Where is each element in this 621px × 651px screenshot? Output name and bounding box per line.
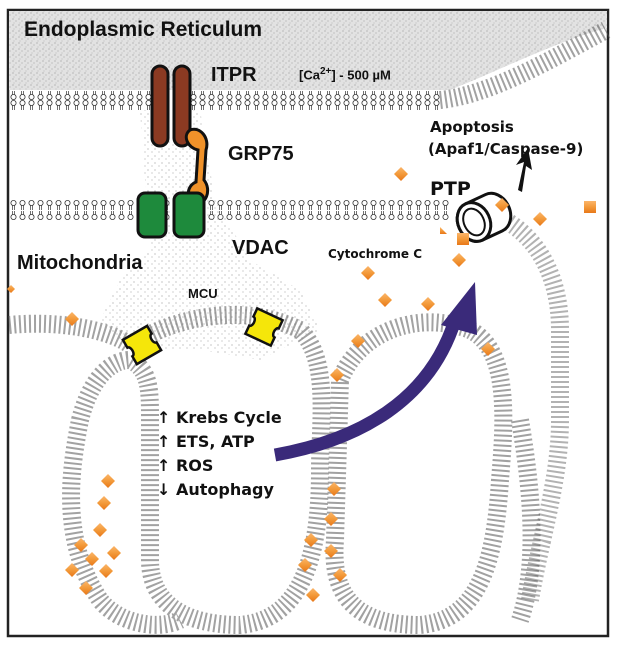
cytochrome-c-diamond — [378, 293, 392, 307]
mcu-channel-right — [243, 306, 285, 348]
cytochrome-c-diamond — [306, 588, 320, 602]
cytochrome-c-diamond — [351, 334, 365, 348]
release-arrow — [273, 318, 462, 462]
cytochrome-c-diamond — [330, 368, 344, 382]
cytochrome-c-diamond — [107, 546, 121, 560]
cytochrome-c-diamond — [327, 482, 341, 496]
cytochrome-c-diamond — [394, 167, 408, 181]
outer-membrane — [9, 200, 449, 220]
effect-text: ROS — [175, 456, 214, 475]
cytochrome-c-diamond — [533, 212, 547, 226]
cytochrome-c-diamond — [93, 523, 107, 537]
apoptosis-label: Apoptosis — [430, 118, 514, 136]
cytochrome-c-diamond — [452, 253, 466, 267]
cristae — [8, 305, 541, 635]
effect-item: ↑ ROS — [157, 454, 282, 478]
cytochrome-c-diamond — [440, 227, 447, 234]
calcium-label: [Ca2+] - 500 µM — [299, 66, 391, 82]
outer-membrane-curve — [500, 212, 569, 602]
cytochrome-c-square — [584, 201, 596, 213]
effect-text: ETS, ATP — [175, 432, 255, 451]
cytochrome-c-diamond — [7, 285, 15, 293]
itpr-subunit-left — [150, 64, 170, 148]
calcium-prefix: [Ca — [299, 67, 320, 83]
arrow-up-icon: ↑ — [157, 456, 171, 475]
cytochrome-c-diamond — [65, 563, 79, 577]
mcu-channel-left — [121, 324, 163, 366]
vdac-label: VDAC — [232, 237, 289, 259]
cytochrome-c-diamond — [495, 198, 509, 212]
er-membrane-curve — [438, 22, 611, 109]
cytochrome-label: Cytochrome C — [328, 247, 423, 261]
er-label: Endoplasmic Reticulum — [24, 18, 263, 41]
arrow-up-icon: ↑ — [157, 408, 171, 427]
cytochrome-c-diamond — [101, 474, 115, 488]
cytochrome-c-diamond — [85, 552, 99, 566]
cytochrome-c-diamond — [99, 564, 113, 578]
cytochrome-c-diamond — [361, 266, 375, 280]
itpr-label: ITPR — [211, 64, 257, 86]
er-membrane — [9, 90, 441, 110]
cytochrome-c-diamond — [481, 342, 495, 356]
cytochrome-c-diamond — [324, 544, 338, 558]
apoptosis-sub-label: (Apaf1/Caspase-9) — [428, 140, 584, 158]
calcium-suffix: ] - 500 µM — [331, 67, 391, 83]
cytochrome-c-diamond — [333, 568, 347, 582]
calcium-sup: 2+ — [319, 66, 332, 77]
cytochrome-c-diamond — [65, 312, 79, 326]
effect-item: ↑ Krebs Cycle — [157, 406, 282, 430]
effects-list: ↑ Krebs Cycle ↑ ETS, ATP ↑ ROS ↓ Autopha… — [157, 406, 282, 502]
apoptosis-arrow — [516, 148, 532, 192]
effect-item: ↓ Autophagy — [157, 478, 282, 502]
cytochrome-c-diamond — [304, 533, 318, 547]
effect-text: Krebs Cycle — [175, 408, 282, 427]
itpr-subunit-right — [172, 64, 192, 148]
release-arrow-head — [441, 282, 477, 335]
cytochrome-c-group — [7, 167, 547, 602]
effect-item: ↑ ETS, ATP — [157, 430, 282, 454]
arrow-up-icon: ↑ — [157, 432, 171, 451]
grp75-label: GRP75 — [228, 143, 294, 165]
mcu-label: MCU — [188, 286, 218, 301]
vdac-right — [172, 191, 206, 239]
arrow-down-icon: ↓ — [157, 480, 171, 499]
ptp-label: PTP — [430, 178, 471, 200]
cytochrome-c-diamond — [298, 558, 312, 572]
cytochrome-c-diamond — [79, 581, 93, 595]
vdac-left — [136, 191, 168, 239]
cytochrome-c-diamond — [421, 297, 435, 311]
cytochrome-c-diamond — [97, 496, 111, 510]
cytochrome-c-diamond — [74, 538, 88, 552]
calcium-flux — [100, 110, 320, 360]
cytochrome-c-diamond — [324, 512, 338, 526]
cytochrome-c-square — [457, 233, 469, 245]
mitochondria-label: Mitochondria — [17, 252, 143, 274]
effect-text: Autophagy — [175, 480, 274, 499]
